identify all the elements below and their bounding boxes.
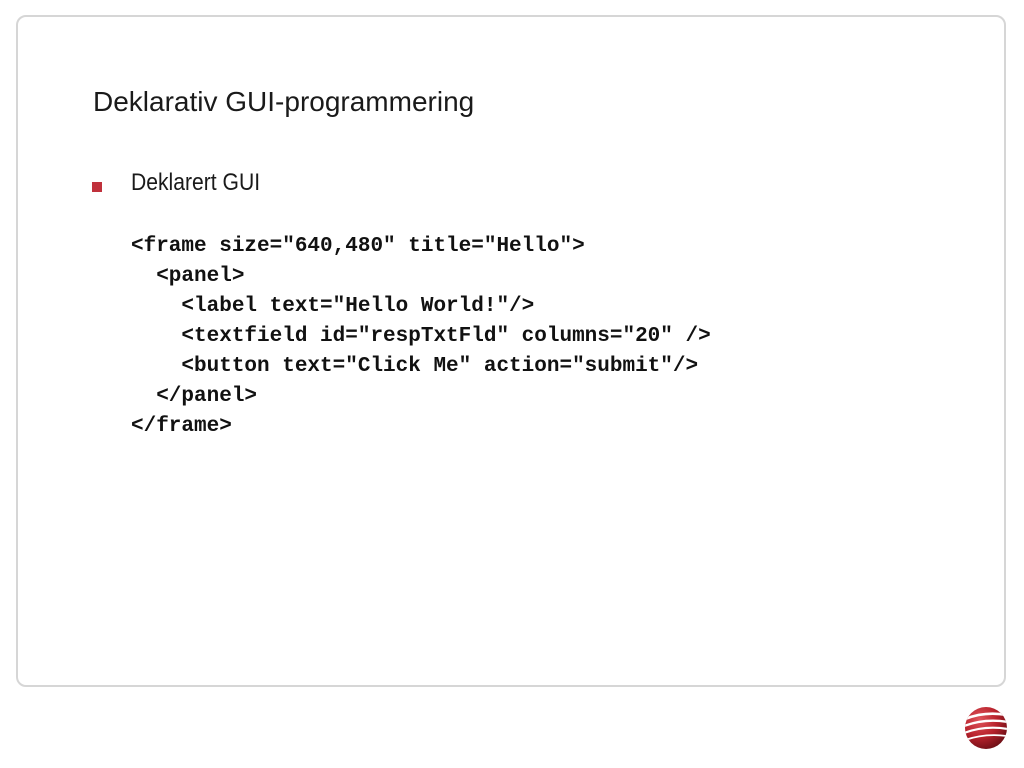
code-line: <frame size="640,480" title="Hello"> [131, 235, 585, 258]
bullet-text: Deklarert GUI [131, 169, 261, 196]
square-bullet-icon [92, 182, 102, 192]
code-line: <label text="Hello World!"/> [131, 295, 535, 318]
slide-title: Deklarativ GUI-programmering [93, 86, 475, 117]
code-line: </frame> [131, 415, 232, 438]
code-line: <panel> [131, 265, 245, 288]
code-line: </panel> [131, 385, 258, 408]
slide-frame [16, 15, 1006, 687]
code-block: <frame size="640,480" title="Hello"> <pa… [131, 232, 711, 442]
striped-sphere-logo-icon [965, 707, 1007, 749]
code-line: <textfield id="respTxtFld" columns="20" … [131, 325, 711, 348]
code-line: <button text="Click Me" action="submit"/… [131, 355, 699, 378]
